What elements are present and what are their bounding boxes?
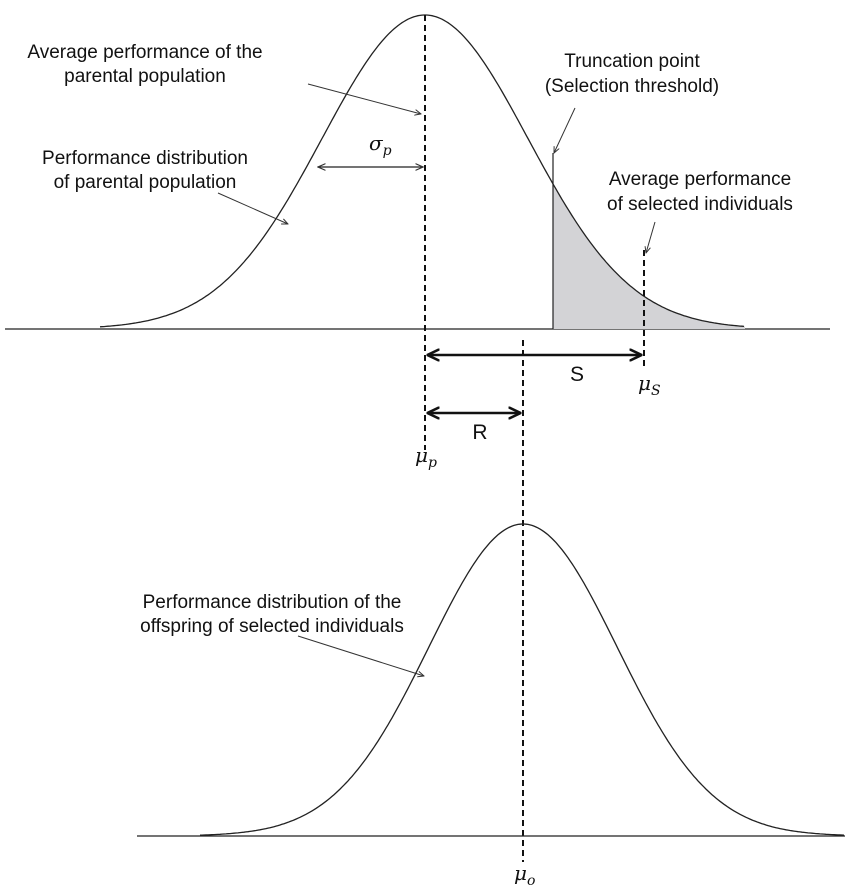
dist-offspring-label-line1: Performance distribution of the <box>143 592 402 613</box>
offspring-distribution-curve <box>200 523 845 836</box>
s-label: S <box>570 363 584 386</box>
sigma-p-symbol: σp <box>369 131 392 159</box>
pointer-truncation <box>554 107 576 153</box>
truncation-label-line1: Truncation point <box>564 51 700 72</box>
pointer-avg-selected <box>646 221 656 253</box>
avg-selected-label-line1: Average performance <box>609 169 791 190</box>
avg-parental-label-line2: parental population <box>64 66 226 87</box>
mu-p-symbol: μp <box>415 443 437 471</box>
mu-o-symbol: μo <box>514 861 535 886</box>
pointer-dist-parental <box>217 192 288 224</box>
truncation-label-line2: (Selection threshold) <box>545 76 719 97</box>
avg-parental-label-line1: Average performance of the <box>27 42 262 63</box>
dist-parental-label-line1: Performance distribution <box>42 148 248 169</box>
r-label: R <box>472 421 487 444</box>
mu-s-symbol: μS <box>638 371 661 399</box>
dist-offspring-label-line2: offspring of selected individuals <box>140 616 404 637</box>
dist-parental-label-line2: of parental population <box>54 172 237 193</box>
pointer-dist-offspring <box>297 635 424 676</box>
selected-tail-shading <box>553 183 745 329</box>
pointer-avg-parental <box>307 83 421 114</box>
parental-distribution-curve <box>99 14 745 328</box>
avg-selected-label-line2: of selected individuals <box>607 194 793 215</box>
